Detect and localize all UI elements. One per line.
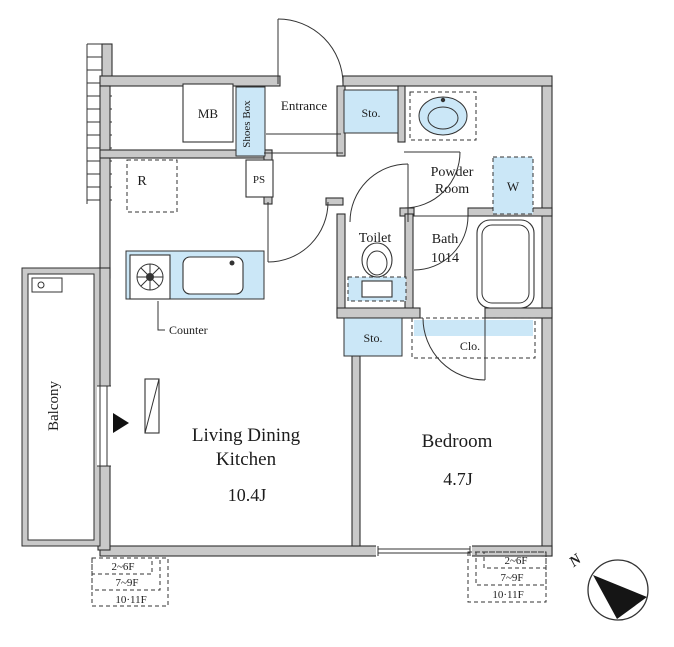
room-labels: Living Dining Kitchen 10.4J Bedroom 4.7J	[192, 425, 493, 505]
balcony-drain	[31, 277, 63, 293]
floor-note: 7~9F	[500, 572, 523, 584]
sink-icon	[182, 256, 244, 295]
bedroom-label: Bedroom	[422, 431, 493, 452]
storage-top-label: Sto.	[361, 106, 380, 120]
compass: N	[566, 550, 649, 621]
toilet-label: Toilet	[359, 231, 392, 246]
floor-notes-left: 2~6F 7~9F 10·11F	[91, 557, 169, 607]
bath-label: Bath	[432, 232, 458, 247]
bedroom-size-label: 4.7J	[443, 469, 473, 489]
bath: Bath 1014	[431, 219, 535, 309]
balcony: Balcony	[21, 267, 101, 547]
toilet-door	[349, 163, 409, 223]
ldk-size-label: 10.4J	[228, 485, 267, 505]
shoes-box: Shoes Box	[235, 86, 266, 157]
refrigerator-space: R	[126, 159, 178, 213]
entrance-door	[277, 18, 344, 85]
balcony-label: Balcony	[46, 381, 62, 431]
storage-mid: Sto.	[343, 317, 403, 357]
entrance: Entrance	[264, 98, 343, 154]
floor-note: 10·11F	[492, 589, 523, 601]
storage-top: Sto.	[343, 89, 399, 134]
pipe-space: PS	[245, 159, 274, 198]
floor-note: 7~9F	[115, 577, 138, 589]
powder-door	[403, 151, 461, 209]
balcony-window	[97, 385, 129, 467]
ldk-panel	[144, 378, 160, 434]
bath-door	[413, 215, 469, 271]
refrigerator-label: R	[137, 174, 147, 189]
bath-size-label: 1014	[431, 251, 459, 266]
bedroom-window	[376, 544, 472, 558]
entrance-label: Entrance	[281, 98, 327, 113]
north-label: N	[566, 550, 586, 571]
faucet-icon	[440, 97, 446, 103]
meter-box-label: MB	[198, 106, 219, 121]
bedroom-door	[422, 317, 486, 381]
kitchen: Counter	[125, 250, 265, 337]
meter-box: MB	[182, 83, 234, 143]
window-marker-icon	[113, 413, 129, 433]
closet: Clo.	[411, 317, 536, 359]
closet-label: Clo.	[460, 339, 480, 353]
ldk-door	[267, 201, 329, 263]
compass-needle-icon	[593, 575, 647, 619]
powder-room: Powder Room	[409, 91, 477, 197]
floor-note: 2~6F	[504, 555, 527, 567]
floor-note: 2~6F	[111, 561, 134, 573]
floor-note: 10·11F	[115, 594, 146, 606]
powder-room-label-2: Room	[435, 182, 469, 197]
toilet: Toilet	[347, 231, 407, 302]
floor-notes-right: 2~6F 7~9F 10·11F	[467, 551, 547, 603]
door-arcs	[267, 18, 486, 381]
bathtub	[476, 219, 535, 309]
powder-room-label-1: Powder	[431, 165, 474, 180]
ldk-label-1: Living Dining	[192, 425, 301, 446]
counter-label: Counter	[169, 323, 208, 337]
washer-label: W	[507, 179, 520, 194]
ldk-label-2: Kitchen	[216, 449, 277, 470]
pipe-space-label: PS	[253, 174, 265, 186]
stove-icon	[129, 254, 171, 300]
washer: W	[492, 156, 534, 215]
storage-mid-label: Sto.	[363, 331, 382, 345]
shoes-box-label: Shoes Box	[241, 100, 253, 148]
